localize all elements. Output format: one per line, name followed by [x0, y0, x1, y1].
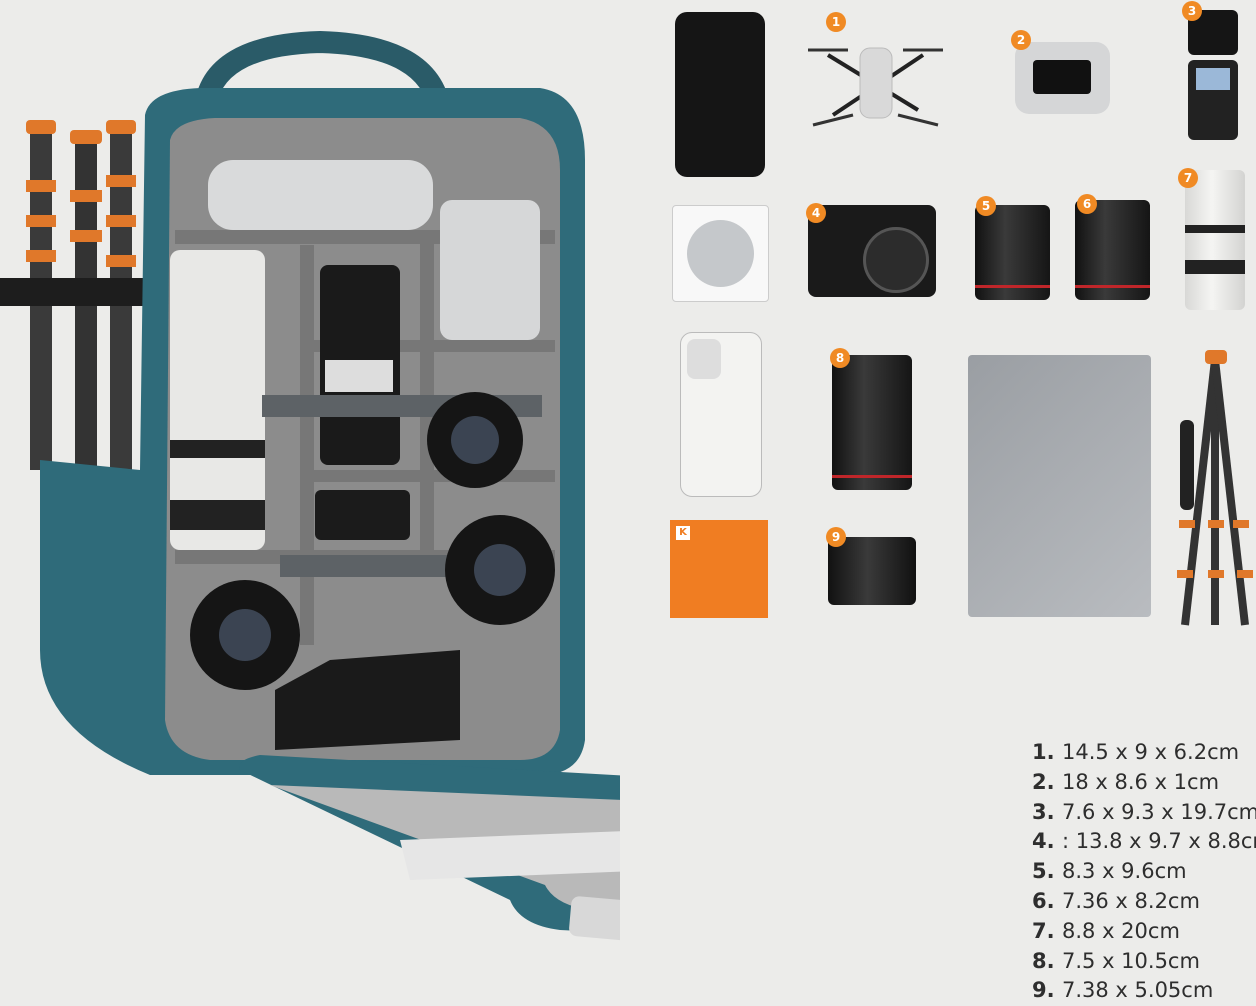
power-bank [675, 12, 765, 177]
spec-row: 9.7.38 x 5.05cm [1032, 978, 1214, 1003]
badge-2: 2 [1011, 30, 1031, 50]
remote-controller [1015, 42, 1110, 114]
spec-row: 5.8.3 x 9.6cm [1032, 859, 1187, 884]
magsafe-plate [672, 205, 769, 302]
badge-1: 1 [826, 12, 846, 32]
spec-row: 2.18 x 8.6 x 1cm [1032, 769, 1220, 794]
speedlite-flash [1188, 10, 1238, 145]
camera-backpack [0, 30, 620, 945]
dimension-list: 1.14.5 x 9 x 6.2cm 2.18 x 8.6 x 1cm 3.7.… [1032, 738, 1256, 1006]
prime-lens [1075, 200, 1150, 300]
badge-9: 9 [826, 527, 846, 547]
tripod [1177, 350, 1253, 626]
spec-row: 8.7.5 x 10.5cm [1032, 948, 1200, 973]
badge-7: 7 [1178, 168, 1198, 188]
spec-row: 6.7.36 x 8.2cm [1032, 888, 1200, 913]
packed-drone [440, 200, 540, 340]
badge-4: 4 [806, 203, 826, 223]
macro-lens [832, 355, 912, 490]
wide-lens [975, 205, 1050, 300]
side-tripod [0, 120, 160, 470]
packed-camera [275, 650, 460, 750]
tablet [968, 355, 1151, 617]
mirrorless-camera [808, 205, 936, 297]
spec-row: 3.7.6 x 9.3 x 19.7cm [1032, 799, 1256, 824]
spec-row: 7.8.8 x 20cm [1032, 918, 1180, 943]
packed-telephoto-lens [170, 250, 265, 550]
smartphone [680, 332, 762, 497]
packed-controller [208, 160, 433, 230]
telephoto-lens [1185, 170, 1245, 310]
spec-row: 4.: 13.8 x 9.7 x 8.8cm [1032, 829, 1256, 854]
fifty-mm-lens [828, 537, 916, 605]
cleaning-cloth: K [670, 520, 768, 618]
badge-3: 3 [1182, 1, 1202, 21]
backpack-handle [194, 30, 451, 113]
spec-row: 1.14.5 x 9 x 6.2cm [1032, 740, 1240, 764]
badge-8: 8 [830, 348, 850, 368]
drone [808, 47, 943, 127]
kf-logo: K [676, 526, 690, 540]
badge-5: 5 [976, 196, 996, 216]
badge-6: 6 [1077, 194, 1097, 214]
